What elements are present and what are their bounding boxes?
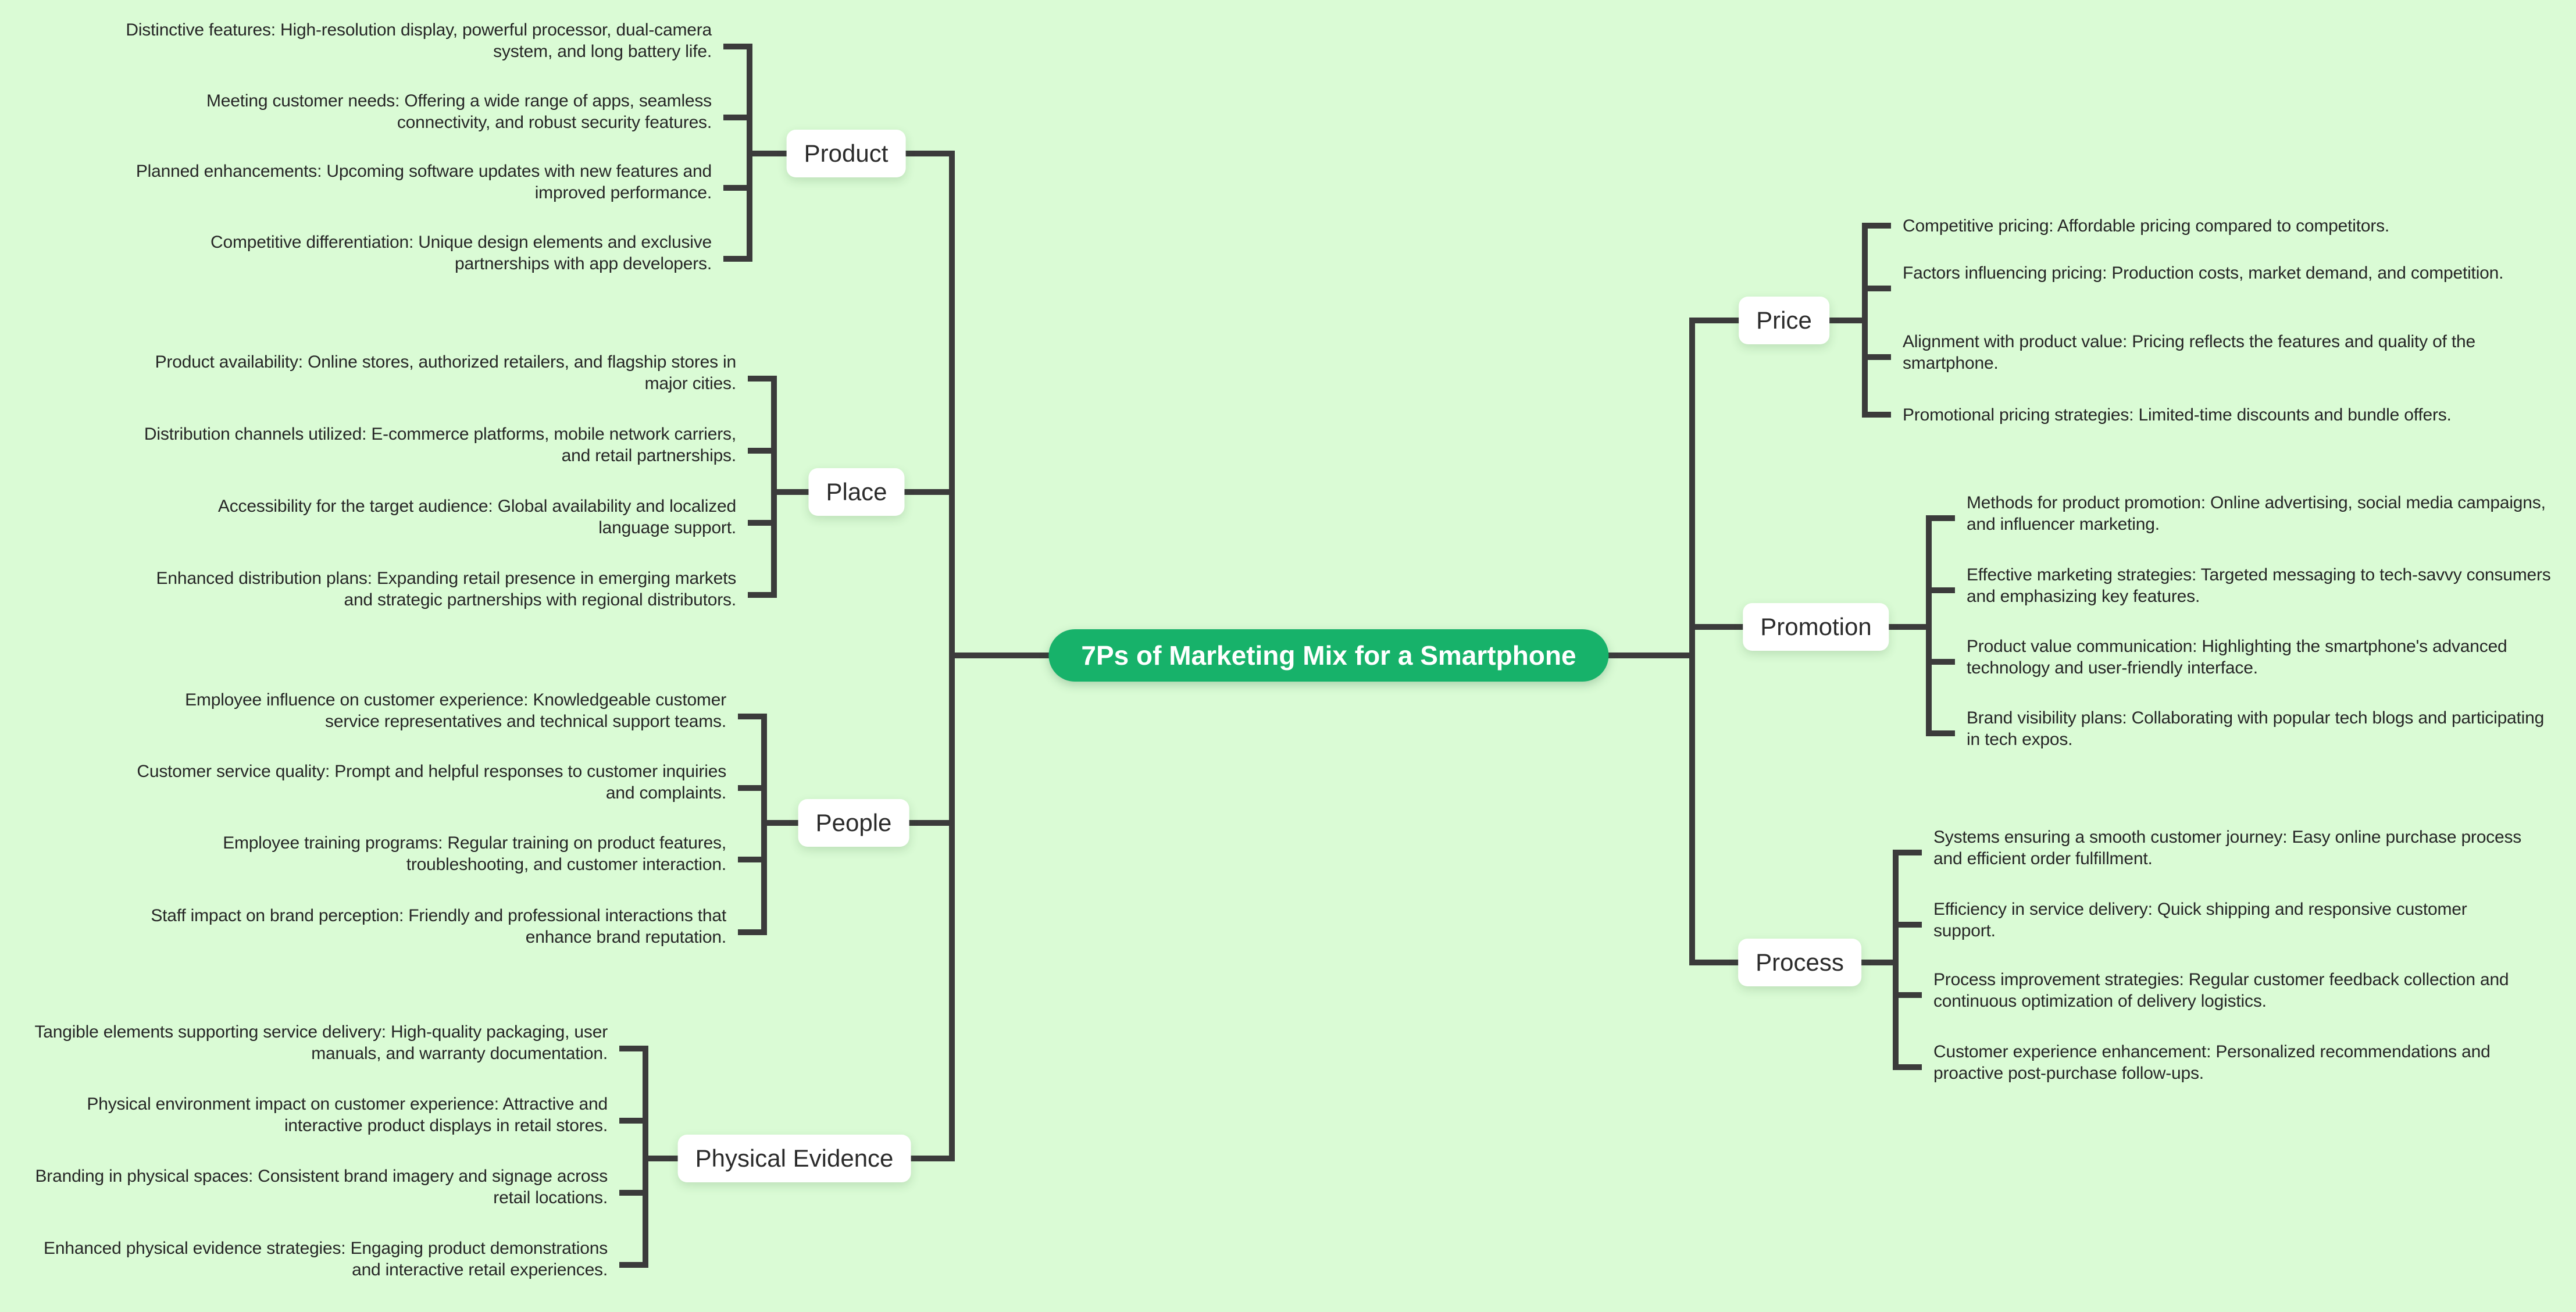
connector-tick bbox=[723, 115, 750, 120]
leaf-process-2[interactable]: Efficiency in service delivery: Quick sh… bbox=[1933, 900, 2467, 940]
leaf-physical-evidence-3[interactable]: Branding in physical spaces: Consistent … bbox=[35, 1167, 608, 1207]
connector-tick bbox=[1893, 1064, 1922, 1070]
connector-product-child-trunk bbox=[747, 44, 752, 262]
leaf-physical-evidence-4[interactable]: Enhanced physical evidence strategies: E… bbox=[44, 1239, 608, 1279]
leaf-promotion-4[interactable]: Brand visibility plans: Collaborating wi… bbox=[1967, 708, 2545, 749]
leaf-people-3[interactable]: Employee training programs: Regular trai… bbox=[223, 833, 726, 874]
leaf-price-1[interactable]: Competitive pricing: Affordable pricing … bbox=[1903, 216, 2390, 236]
connector-price-child-trunk bbox=[1862, 223, 1868, 418]
connector-tick bbox=[1862, 223, 1891, 229]
connector-tick bbox=[1893, 850, 1922, 855]
leaf-promotion-2[interactable]: Effective marketing strategies: Targeted… bbox=[1967, 565, 2551, 606]
connector-physical-evidence-child-trunk bbox=[643, 1046, 648, 1268]
node-process[interactable]: Process bbox=[1738, 939, 1861, 986]
connector-tick bbox=[738, 785, 764, 791]
connector-left-trunk bbox=[949, 151, 955, 1161]
leaf-people-2[interactable]: Customer service quality: Prompt and hel… bbox=[137, 762, 726, 803]
connector-tick bbox=[619, 1190, 645, 1196]
connector-tick bbox=[1862, 354, 1891, 360]
leaf-process-4[interactable]: Customer experience enhancement: Persona… bbox=[1933, 1042, 2491, 1083]
connector-price-trunk-stub bbox=[1689, 318, 1784, 323]
node-promotion[interactable]: Promotion bbox=[1743, 603, 1889, 651]
connector-tick bbox=[1862, 412, 1891, 418]
leaf-process-1[interactable]: Systems ensuring a smooth customer journ… bbox=[1933, 828, 2522, 868]
node-physical-evidence[interactable]: Physical Evidence bbox=[677, 1135, 911, 1182]
leaf-physical-evidence-2[interactable]: Physical environment impact on customer … bbox=[87, 1094, 608, 1135]
leaf-physical-evidence-1[interactable]: Tangible elements supporting service del… bbox=[34, 1022, 608, 1063]
connector-tick bbox=[1926, 659, 1955, 665]
connector-process-child-trunk bbox=[1893, 850, 1899, 1070]
node-product[interactable]: Product bbox=[786, 130, 906, 177]
central-topic[interactable]: 7Ps of Marketing Mix for a Smartphone bbox=[1048, 629, 1609, 682]
leaf-product-2[interactable]: Meeting customer needs: Offering a wide … bbox=[206, 91, 712, 132]
leaf-price-3[interactable]: Alignment with product value: Pricing re… bbox=[1903, 332, 2475, 373]
connector-tick bbox=[1926, 730, 1955, 736]
connector-tick bbox=[619, 1046, 645, 1051]
leaf-product-4[interactable]: Competitive differentiation: Unique desi… bbox=[210, 233, 712, 273]
connector-tick bbox=[723, 44, 750, 49]
leaf-place-4[interactable]: Enhanced distribution plans: Expanding r… bbox=[156, 569, 737, 609]
connector-tick bbox=[748, 376, 774, 382]
leaf-price-4[interactable]: Promotional pricing strategies: Limited-… bbox=[1903, 405, 2452, 425]
connector-place-child-trunk bbox=[771, 376, 777, 598]
connector-place-trunk-stub bbox=[857, 489, 955, 495]
leaf-promotion-3[interactable]: Product value communication: Highlightin… bbox=[1967, 637, 2507, 678]
connector-tick bbox=[1893, 992, 1922, 998]
leaf-place-3[interactable]: Accessibility for the target audience: G… bbox=[217, 497, 736, 537]
node-people[interactable]: People bbox=[798, 799, 909, 847]
connector-tick bbox=[1862, 286, 1891, 291]
leaf-promotion-1[interactable]: Methods for product promotion: Online ad… bbox=[1967, 493, 2546, 534]
leaf-product-3[interactable]: Planned enhancements: Upcoming software … bbox=[135, 162, 712, 202]
connector-tick bbox=[738, 714, 764, 719]
node-place[interactable]: Place bbox=[808, 468, 905, 516]
leaf-product-1[interactable]: Distinctive features: High-resolution di… bbox=[126, 20, 712, 61]
connector-tick bbox=[748, 592, 774, 598]
connector-tick bbox=[723, 256, 750, 262]
connector-tick bbox=[723, 185, 750, 191]
connector-tick bbox=[1893, 922, 1922, 928]
connector-tick bbox=[619, 1118, 645, 1124]
connector-tick bbox=[748, 520, 774, 526]
leaf-price-2[interactable]: Factors influencing pricing: Production … bbox=[1903, 263, 2504, 283]
connector-promotion-child-trunk bbox=[1926, 515, 1932, 736]
connector-tick bbox=[619, 1262, 645, 1268]
connector-tick bbox=[1926, 515, 1955, 521]
leaf-process-3[interactable]: Process improvement strategies: Regular … bbox=[1933, 970, 2509, 1011]
connector-tick bbox=[748, 448, 774, 454]
connector-people-child-trunk bbox=[761, 714, 767, 935]
leaf-place-2[interactable]: Distribution channels utilized: E-commer… bbox=[144, 425, 736, 465]
leaf-people-1[interactable]: Employee influence on customer experienc… bbox=[185, 690, 726, 731]
connector-tick bbox=[738, 857, 764, 862]
connector-right-trunk bbox=[1689, 318, 1695, 965]
connector-tick bbox=[738, 929, 764, 935]
node-price[interactable]: Price bbox=[1739, 297, 1829, 344]
connector-tick bbox=[1926, 587, 1955, 593]
leaf-place-1[interactable]: Product availability: Online stores, aut… bbox=[155, 352, 737, 393]
leaf-people-4[interactable]: Staff impact on brand perception: Friend… bbox=[151, 906, 726, 947]
